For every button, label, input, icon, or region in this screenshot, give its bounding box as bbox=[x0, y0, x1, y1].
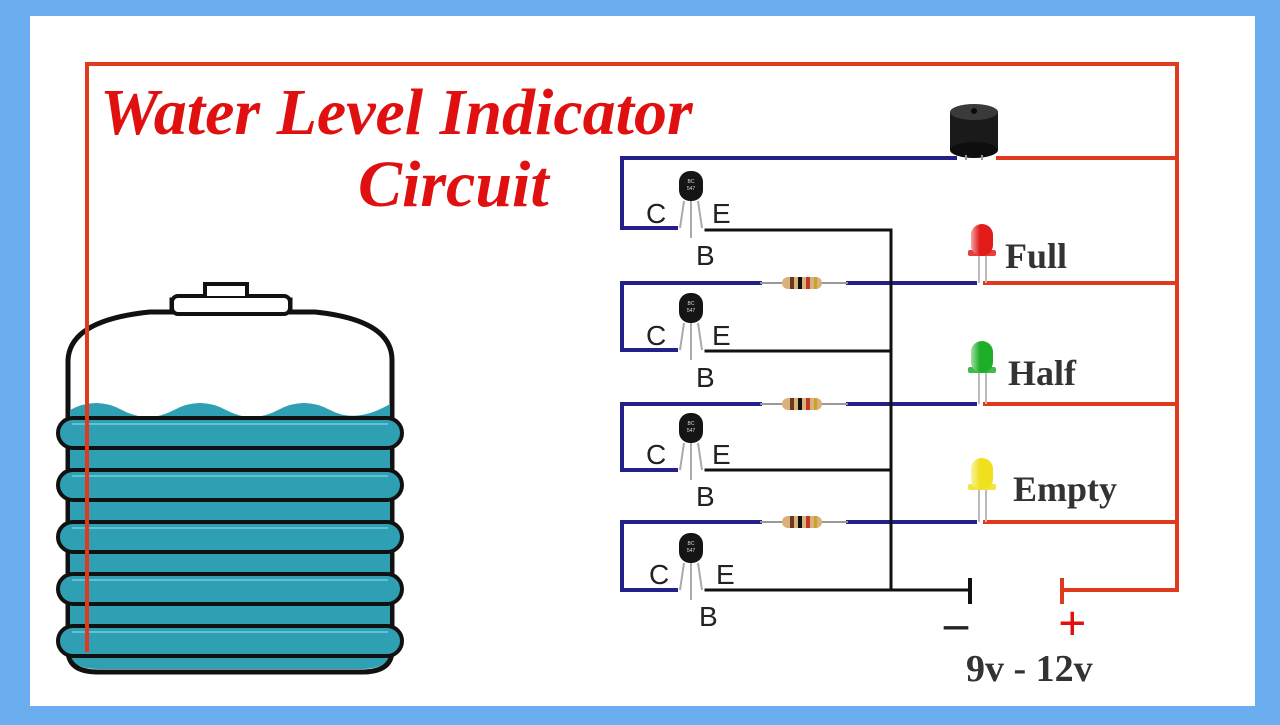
led-label-half: Half bbox=[1008, 353, 1076, 393]
title-line-1: Water Level Indicator bbox=[100, 76, 693, 149]
pin-label-c: C bbox=[646, 198, 667, 229]
collector-wire-1 bbox=[620, 156, 957, 230]
pin-label-e: E bbox=[716, 559, 735, 590]
positive-wire bbox=[85, 62, 1179, 652]
pin-label-b: B bbox=[696, 362, 715, 393]
pin-label-c: C bbox=[649, 559, 670, 590]
water-tank-icon bbox=[56, 282, 404, 675]
leds bbox=[968, 224, 996, 522]
ground-wire bbox=[889, 228, 972, 592]
battery-plus-label: + bbox=[1058, 595, 1087, 651]
led-label-empty: Empty bbox=[1013, 469, 1118, 509]
resistors bbox=[759, 277, 849, 529]
battery-voltage-label: 9v - 12v bbox=[966, 648, 1093, 690]
pin-label-e: E bbox=[712, 439, 731, 470]
pin-label-b: B bbox=[696, 240, 715, 271]
title-line-2: Circuit bbox=[358, 148, 549, 221]
transistors: BC 547 bbox=[678, 171, 704, 601]
led-icon bbox=[968, 341, 996, 404]
led-icon bbox=[968, 458, 996, 522]
pin-label-c: C bbox=[646, 439, 667, 470]
led-icon bbox=[968, 224, 996, 283]
pin-label-b: B bbox=[699, 601, 718, 632]
transistor-icon: BC 547 bbox=[679, 171, 703, 238]
battery-minus-label: – bbox=[944, 597, 968, 650]
svg-text:547: 547 bbox=[687, 186, 696, 192]
resistor-icon bbox=[760, 277, 848, 289]
wires bbox=[85, 62, 1179, 652]
collector-wire-3 bbox=[620, 402, 762, 472]
tank-lid bbox=[170, 294, 292, 316]
buzzer-icon bbox=[950, 104, 998, 160]
collector-wire-2 bbox=[620, 281, 762, 352]
pin-label-e: E bbox=[712, 320, 731, 351]
collector-wire-4 bbox=[620, 520, 762, 592]
pin-label-c: C bbox=[646, 320, 667, 351]
pin-label-b: B bbox=[696, 481, 715, 512]
led-label-full: Full bbox=[1005, 236, 1068, 276]
svg-text:BC: BC bbox=[688, 179, 695, 185]
pin-label-e: E bbox=[712, 198, 731, 229]
battery-icon bbox=[968, 578, 1064, 604]
